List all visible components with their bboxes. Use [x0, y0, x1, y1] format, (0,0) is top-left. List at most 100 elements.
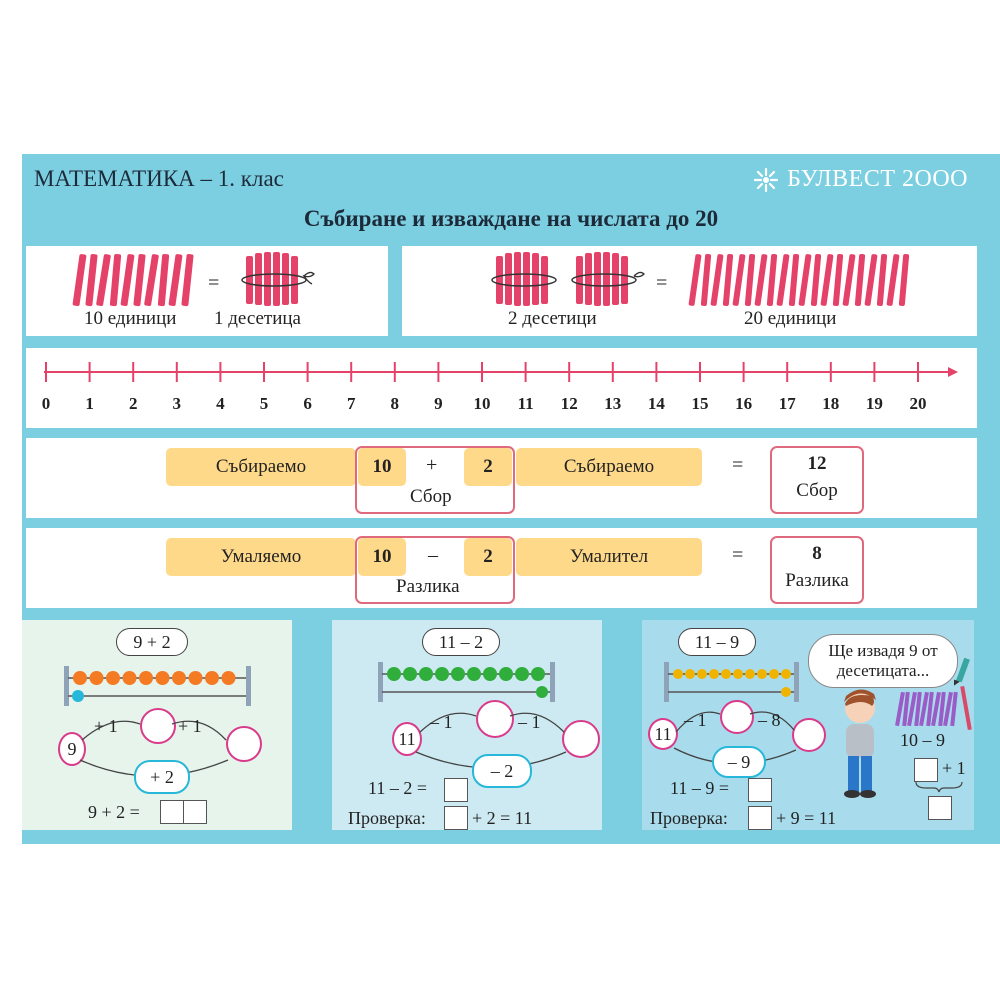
- abacus-bead: [205, 671, 219, 685]
- abacus-bead: [139, 671, 153, 685]
- abacus-bead: [172, 671, 186, 685]
- expression-bubble: 11 – 9: [678, 628, 756, 656]
- purple-stick: [931, 691, 941, 727]
- middle-circle[interactable]: [476, 700, 514, 738]
- plus-sign: +: [426, 454, 438, 476]
- number-line-label: 18: [822, 394, 840, 413]
- check-label: Проверка:: [650, 808, 728, 828]
- boy-illustration: [844, 689, 876, 798]
- middle-circle[interactable]: [720, 700, 754, 734]
- number-line-label: 7: [346, 394, 356, 413]
- equals-sign: =: [732, 544, 744, 566]
- total-step-oval: – 9: [712, 746, 766, 778]
- stick: [798, 254, 812, 306]
- subtrahend-label: Умалител: [516, 538, 702, 576]
- result-frame: 8 Разлика: [770, 536, 864, 604]
- stick: [842, 254, 856, 306]
- start-circle: 11: [392, 722, 422, 756]
- abacus-bead: [403, 667, 417, 681]
- purple-stick: [907, 691, 917, 727]
- number-line-label: 13: [604, 394, 622, 413]
- answer-box-tens[interactable]: [160, 800, 184, 824]
- number-line-label: 0: [41, 394, 51, 413]
- answer-circle[interactable]: [226, 726, 262, 762]
- result-value: 12: [807, 453, 827, 474]
- sum-label: Сбор: [410, 486, 452, 507]
- equation-text: 11 – 9 =: [670, 778, 729, 798]
- abacus-bead: [155, 671, 170, 685]
- check-answer-box[interactable]: [444, 806, 468, 830]
- number-line: [44, 362, 958, 382]
- abacus-bead: [435, 667, 449, 681]
- abacus-bead: [483, 667, 497, 681]
- label-2-tens: 2 десетици: [508, 308, 597, 329]
- abacus-icon: [378, 662, 555, 702]
- answer-box[interactable]: [444, 778, 468, 802]
- minuend-value: 10: [358, 538, 406, 576]
- result-label: Разлика: [785, 570, 849, 591]
- stick: [744, 254, 756, 306]
- purple-stick: [895, 691, 905, 727]
- number-line-label: 3: [172, 394, 182, 413]
- number-line-label: 17: [778, 394, 796, 413]
- equals-sign: =: [732, 454, 744, 476]
- side-result-box[interactable]: [928, 796, 952, 820]
- abacus-bead: [745, 669, 755, 679]
- abacus-bead: [499, 667, 513, 681]
- check-rest: + 9 = 11: [776, 808, 837, 828]
- ten-loose-sticks: [72, 254, 194, 307]
- abacus-bead: [721, 669, 731, 679]
- number-line-label: 5: [259, 394, 269, 413]
- abacus-bead: [89, 671, 104, 685]
- minus-sign: –: [428, 544, 438, 566]
- check-answer-box[interactable]: [748, 806, 772, 830]
- side-answer-box[interactable]: [914, 758, 938, 782]
- number-line-label: 16: [735, 394, 753, 413]
- answer-box[interactable]: [748, 778, 772, 802]
- number-line-label: 10: [473, 394, 491, 413]
- stick: [832, 254, 844, 306]
- result-label: Сбор: [796, 480, 838, 501]
- step-one-label: – 1: [430, 712, 453, 732]
- stick: [776, 254, 790, 306]
- step-one-label: – 1: [684, 710, 707, 730]
- step-two-label: + 1: [178, 716, 202, 736]
- example-card-subtraction-ten: 11 – 9 11 – 1 – 8 – 9 11 – 9 = Проверка:…: [642, 620, 974, 830]
- purple-stick: [902, 691, 910, 727]
- start-circle: 11: [648, 718, 678, 750]
- abacus-bead: [221, 671, 236, 685]
- answer-box-units[interactable]: [183, 800, 207, 824]
- twenty-loose-sticks: [688, 254, 910, 306]
- total-step-oval: + 2: [134, 760, 190, 794]
- result-frame: 12 Сбор: [770, 446, 864, 514]
- step-two-label: – 1: [518, 712, 541, 732]
- addend-value-2: 2: [464, 448, 512, 486]
- number-line-label: 20: [909, 394, 927, 413]
- stick: [886, 254, 900, 306]
- abacus-bead: [515, 667, 529, 681]
- abacus-bead: [685, 669, 695, 679]
- number-line-label: 2: [128, 394, 138, 413]
- units-panel-right: = 2 десетици 20 единици: [402, 246, 977, 336]
- example-card-addition: 9 + 2 9 + 1 + 1 + 2 9 + 2 =: [22, 620, 292, 830]
- stick: [754, 254, 768, 306]
- example-card-subtraction: 11 – 2 11 – 1 – 1 – 2 11 – 2 = Проверка:…: [332, 620, 602, 830]
- stick: [864, 254, 878, 306]
- units-panel-left: = 10 единици 1 десетица: [26, 246, 388, 336]
- purple-stick: [919, 691, 929, 727]
- result-value: 8: [812, 543, 822, 564]
- side-expression: 10 – 9: [900, 730, 945, 750]
- abacus-bead: [188, 671, 203, 685]
- subtraction-panel: Умаляемо 10 – 2 Умалител Разлика = 8 Раз…: [26, 528, 977, 608]
- answer-circle[interactable]: [562, 720, 600, 758]
- equation-text: 9 + 2 =: [88, 802, 140, 822]
- label-10-units: 10 единици: [84, 308, 177, 329]
- stick: [688, 254, 702, 306]
- middle-circle[interactable]: [140, 708, 176, 744]
- difference-frame: [355, 536, 515, 604]
- number-line-label: 19: [865, 394, 883, 413]
- abacus-bead: [531, 667, 545, 681]
- answer-circle[interactable]: [792, 718, 826, 752]
- number-line-label: 9: [434, 394, 443, 413]
